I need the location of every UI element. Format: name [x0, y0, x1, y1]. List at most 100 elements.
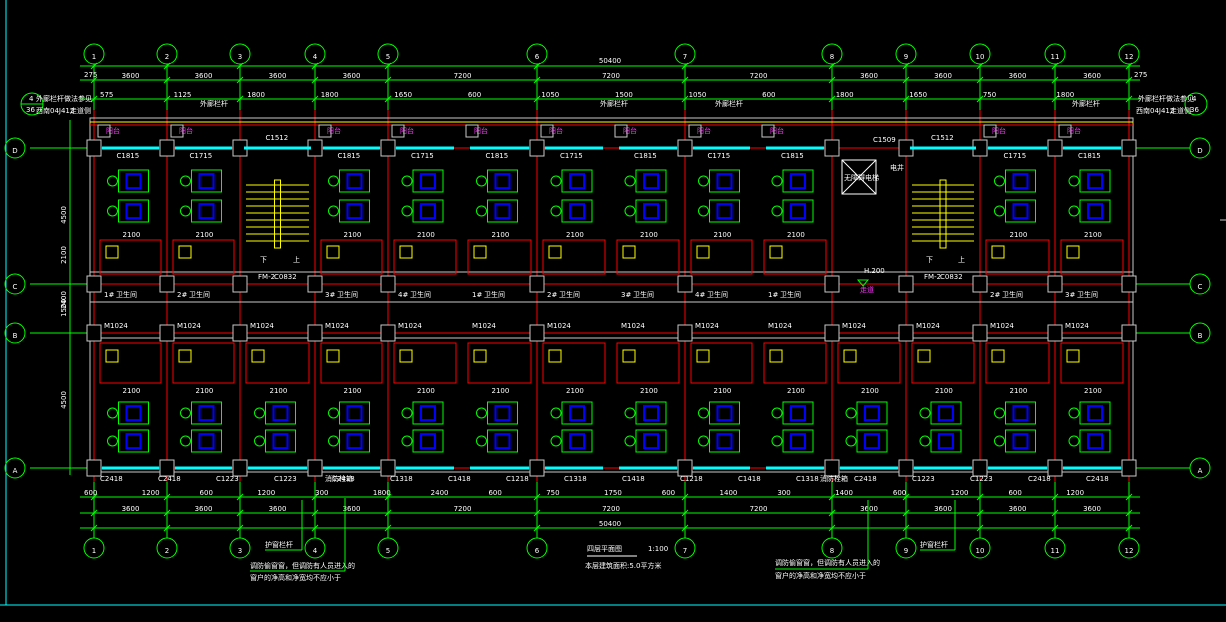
stool — [771, 205, 783, 217]
window-label-bottom: C1318 — [390, 475, 413, 483]
bath-dimension: 2100 — [787, 231, 805, 239]
structural-column — [972, 324, 988, 342]
door-label: M1024 — [1065, 322, 1089, 330]
axis-label-12: 12 — [1125, 547, 1134, 555]
ac-unit — [540, 124, 554, 138]
stool — [180, 407, 191, 419]
bathroom-label: 卫生间 — [633, 290, 654, 299]
bath-prefix: 4# — [695, 291, 705, 299]
ac-unit — [391, 124, 405, 138]
dimension-tick — [902, 95, 910, 103]
bed-frame — [635, 169, 667, 193]
detail-dimension: 600 — [893, 489, 906, 497]
desk-chair — [1012, 203, 1029, 219]
stool — [624, 407, 636, 419]
bed-frame — [118, 401, 149, 425]
bed-furniture — [994, 429, 1036, 453]
toilet-fixture — [1066, 349, 1080, 363]
bed-furniture — [845, 401, 888, 425]
desk-chair — [569, 173, 585, 189]
stool — [994, 435, 1005, 447]
dimension-tick — [1125, 76, 1133, 84]
bed-furniture — [919, 429, 962, 453]
window-label-bottom: C1418 — [622, 475, 645, 483]
dimension-tick — [828, 493, 836, 501]
bed-frame — [930, 429, 962, 453]
structural-column — [307, 459, 323, 477]
axis-bubble-12 — [1118, 43, 1140, 65]
bath-dimension: 2100 — [566, 387, 584, 395]
structural-column — [824, 275, 840, 293]
axis-bubble-1 — [83, 43, 105, 65]
stool — [698, 205, 709, 217]
axis-label-B: B — [13, 332, 18, 340]
bath-prefix: 3# — [621, 291, 631, 299]
bay-dimension: 3600 — [122, 505, 140, 513]
stair-2 — [912, 179, 974, 249]
dimension-tick — [976, 76, 984, 84]
detail-dimension: 1200 — [142, 489, 160, 497]
bath-dimension: 2100 — [1084, 231, 1102, 239]
stair-door-label: C0832 — [274, 273, 297, 281]
bathroom-outline — [690, 342, 753, 384]
toilet-fixture — [991, 245, 1005, 259]
stair-up-label: 上 — [958, 255, 965, 264]
bath-prefix: 1# — [472, 291, 482, 299]
dimension-tick — [681, 62, 689, 70]
detail-dimension: 600 — [1008, 489, 1021, 497]
bed-frame — [1079, 401, 1111, 425]
bay-dimension: 7200 — [750, 72, 768, 80]
bed-frame — [930, 401, 962, 425]
bed-frame — [118, 169, 149, 193]
axis-bubble-1 — [83, 537, 105, 559]
bed-furniture — [107, 401, 149, 425]
detail-dimension: 600 — [762, 91, 775, 99]
bed-frame — [412, 401, 444, 425]
bath-dimension: 2100 — [861, 387, 879, 395]
stool — [550, 205, 562, 217]
stool — [771, 175, 783, 187]
bed-frame — [709, 401, 740, 425]
dimension-tick — [384, 76, 392, 84]
bed-furniture — [624, 401, 667, 425]
bed-frame — [191, 199, 222, 223]
structural-column — [1047, 139, 1063, 157]
stool — [328, 407, 339, 419]
dimension-tick — [90, 95, 98, 103]
bed-furniture — [994, 401, 1036, 425]
ac-unit — [983, 124, 997, 138]
dimension-tick — [311, 524, 319, 532]
dimension-tick — [90, 493, 98, 501]
dimension-tick — [828, 524, 836, 532]
bed-frame — [191, 169, 222, 193]
dimension-tick — [902, 62, 910, 70]
stair-down-label: 下 — [926, 256, 933, 264]
axis-label-9: 9 — [904, 53, 908, 61]
bath-dimension: 2100 — [935, 387, 953, 395]
bed-furniture — [550, 429, 593, 453]
legend-text: 西南04J412 — [36, 106, 74, 115]
window-label-bottom: C2418 — [1028, 475, 1051, 483]
structural-column — [380, 275, 396, 293]
desk-chair — [346, 433, 363, 449]
dimension-tick — [1051, 524, 1059, 532]
toilet-fixture — [769, 349, 783, 363]
dimension-tick — [976, 95, 984, 103]
ac-unit — [97, 124, 111, 138]
ac-unit — [1058, 124, 1072, 138]
dimension-tick — [236, 509, 244, 517]
elevator-car — [841, 159, 877, 195]
bed-furniture — [476, 401, 518, 425]
bed-furniture — [180, 169, 222, 193]
legend-text: 西南04J412 — [1136, 106, 1174, 115]
stair-door-label: FM-2 — [924, 273, 941, 281]
bed-frame — [1079, 169, 1111, 193]
dimension-tick — [533, 493, 541, 501]
bed-furniture — [698, 169, 740, 193]
window-label: C1815 — [634, 152, 657, 160]
axis-bubble-12 — [1118, 537, 1140, 559]
window-label-bottom: C2418 — [854, 475, 877, 483]
detail-dimension: 1650 — [909, 91, 927, 99]
axis-label-1: 1 — [92, 547, 96, 555]
